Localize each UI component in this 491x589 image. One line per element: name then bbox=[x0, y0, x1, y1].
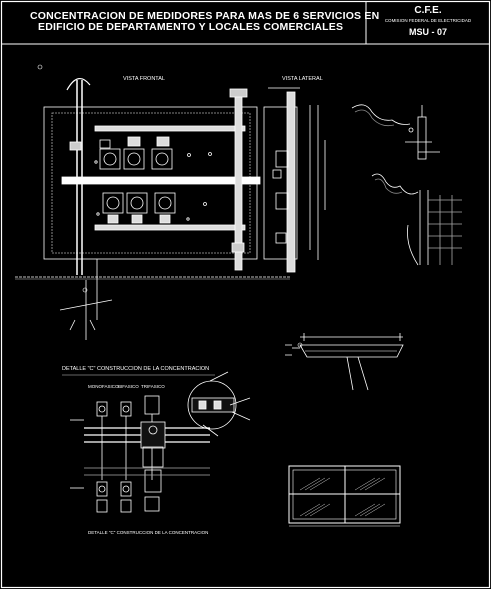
detail-c-col-bifasico: BIFASICO bbox=[118, 384, 139, 389]
detail-c-caption: DETALLE "C" CONSTRUCCION DE LA CONCENTRA… bbox=[88, 530, 209, 535]
detail-c-col-trifasico: TRIFASICO bbox=[141, 384, 165, 389]
drawing-title: CONCENTRACION DE MEDIDORES PARA MAS DE 6… bbox=[30, 11, 379, 33]
front-view-busbar bbox=[61, 176, 261, 185]
side-view-label: VISTA LATERAL bbox=[282, 76, 323, 82]
detail-c-col-monofasico: MONOFASICO bbox=[88, 384, 119, 389]
side-view-cabinet bbox=[263, 106, 298, 260]
callout-markers bbox=[37, 64, 303, 348]
side-view bbox=[263, 87, 326, 273]
front-view-label: VISTA FRONTAL bbox=[123, 76, 165, 82]
drawing-title-line1: CONCENTRACION DE MEDIDORES PARA MAS DE 6… bbox=[30, 10, 380, 22]
section-box bbox=[299, 344, 404, 358]
sheet-code: MSU - 07 bbox=[408, 27, 447, 37]
front-view-meters-row1 bbox=[99, 136, 173, 170]
organization-name: COMISION FEDERAL DE ELECTRICIDAD bbox=[384, 18, 472, 23]
side-view-feeder bbox=[286, 91, 296, 273]
drawing-title-line2: EDIFICIO DE DEPARTAMENTO Y LOCALES COMER… bbox=[38, 21, 344, 33]
detail-c bbox=[62, 374, 215, 513]
circle-detail bbox=[187, 371, 251, 437]
section-detail bbox=[285, 333, 404, 391]
detail-c-title: DETALLE "C" CONSTRUCCION DE LA CONCENTRA… bbox=[62, 366, 210, 372]
front-view bbox=[15, 78, 290, 340]
front-view-meters-row2 bbox=[102, 192, 176, 224]
panel-grid bbox=[288, 465, 401, 527]
detail-c-device-mono-top bbox=[96, 401, 108, 417]
circle-detail-outline bbox=[187, 380, 237, 430]
conduit-detail bbox=[351, 104, 462, 266]
detail-c-device-mono-bottom bbox=[96, 481, 108, 497]
organization-code: C.F.E. bbox=[414, 5, 442, 16]
